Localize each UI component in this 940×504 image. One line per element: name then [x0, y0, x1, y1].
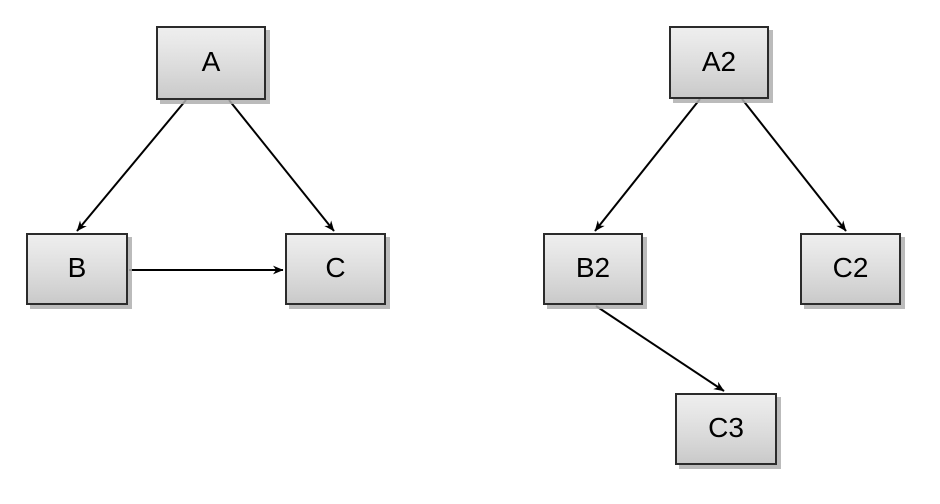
- node-c3[interactable]: C3: [675, 393, 777, 465]
- node-label-c3: C3: [708, 412, 744, 443]
- edge-a2-to-c2: [741, 98, 847, 232]
- node-label-c: C: [325, 252, 346, 283]
- edge-a2-to-b2: [594, 98, 701, 232]
- node-b[interactable]: B: [26, 233, 128, 305]
- node-label-a: A: [201, 46, 221, 77]
- edge-b2-to-c3: [595, 305, 725, 392]
- edges-group: [76, 98, 847, 392]
- node-a2[interactable]: A2: [669, 26, 769, 99]
- node-a[interactable]: A: [156, 26, 266, 100]
- node-label-b: B: [67, 252, 87, 283]
- edge-a-to-b: [76, 99, 187, 232]
- node-label-a2: A2: [701, 45, 737, 77]
- node-label-c2: C2: [832, 252, 869, 283]
- node-c[interactable]: C: [285, 233, 386, 305]
- edge-a-to-c: [228, 99, 335, 232]
- node-b2[interactable]: B2: [543, 233, 643, 305]
- node-c2[interactable]: C2: [800, 233, 901, 305]
- node-label-b2: B2: [575, 252, 611, 283]
